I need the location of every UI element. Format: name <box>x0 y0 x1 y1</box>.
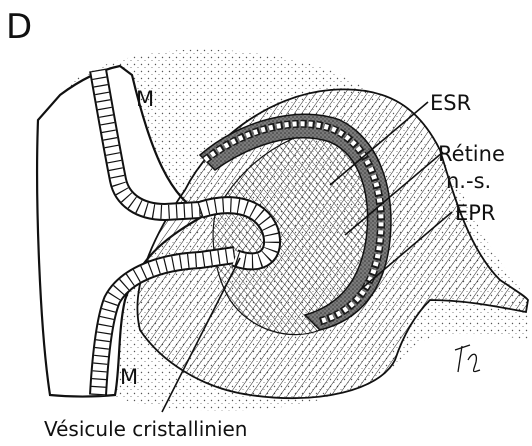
label-retina-line1: Rétine <box>438 142 505 166</box>
label-lens-vesicle: Vésicule cristallinien <box>44 417 247 441</box>
label-epr: EPR <box>455 201 496 225</box>
label-m-top: M <box>136 87 154 111</box>
panel-letter: D <box>6 7 32 47</box>
label-esr: ESR <box>430 91 471 115</box>
artist-signature <box>455 345 480 372</box>
label-m-bottom: M <box>120 365 138 389</box>
label-retina-line2: n.-s. <box>446 169 491 193</box>
